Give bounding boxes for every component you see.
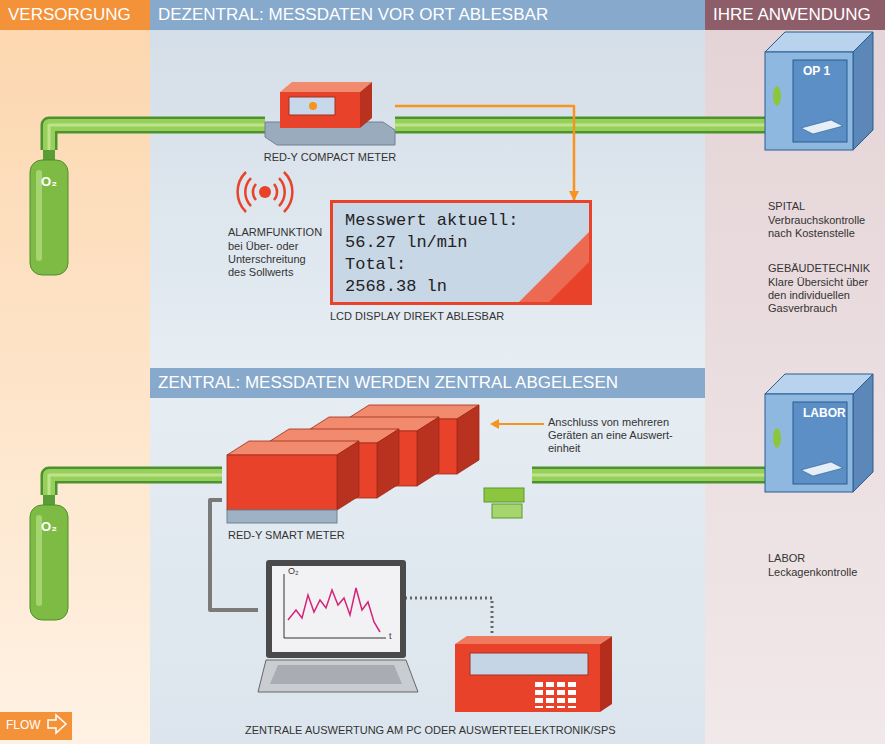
connector-stroke xyxy=(49,125,265,150)
evaluation-unit xyxy=(455,636,612,712)
alarm-symbol xyxy=(238,172,293,212)
connector-stroke xyxy=(532,469,765,481)
gas-pipe xyxy=(49,475,222,495)
compact-meter: RED-Y COMPACT METER xyxy=(265,82,395,145)
data-cable-dotted xyxy=(395,598,492,640)
device-caption: RED-Y COMPACT METER xyxy=(264,151,397,163)
cube-shape xyxy=(765,30,875,152)
smart-meter: RED-Y SMART METER xyxy=(222,400,532,525)
cyl-shape xyxy=(30,150,68,275)
device-caption: RED-Y SMART METER xyxy=(228,529,345,541)
gas-cylinder: O₂ xyxy=(30,495,68,620)
gas-pipe xyxy=(532,475,765,476)
gas-label: O₂ xyxy=(30,519,68,534)
connector-stroke xyxy=(395,117,765,134)
signal-arrow xyxy=(395,106,574,200)
application-heading: GEBÄUDETECHNIK xyxy=(768,262,870,275)
connector-stroke xyxy=(532,467,765,484)
flow-tag xyxy=(0,712,72,740)
compact-shape xyxy=(265,82,395,145)
connector-stroke xyxy=(49,475,222,495)
metering-column xyxy=(150,0,705,744)
axis-label: O₂ xyxy=(288,566,299,576)
application-heading: SPITAL xyxy=(768,200,805,213)
connector-stroke xyxy=(532,474,765,477)
section-band: ZENTRAL: MESSDATEN WERDEN ZENTRAL ABGELE… xyxy=(150,368,705,398)
room-cube: OP 1 xyxy=(765,30,875,152)
leader-arrow xyxy=(490,419,544,429)
smart-shape xyxy=(222,400,532,525)
gas-pipe xyxy=(49,125,265,150)
connector-stroke xyxy=(49,125,265,150)
flow-arrow xyxy=(48,715,66,733)
connector-stroke xyxy=(395,124,765,127)
flow-label: FLOW xyxy=(6,718,41,732)
note-text: bei Über- oder Unterschreitung des Sollw… xyxy=(228,240,320,279)
connector-stroke xyxy=(49,125,265,150)
display-text: Total: xyxy=(345,255,406,275)
callout-note: Anschluss von mehreren Geräten an eine A… xyxy=(548,416,673,455)
figure-caption: ZENTRALE AUSWERTUNG AM PC ODER AUSWERTEE… xyxy=(245,724,616,737)
note-heading: ALARMFUNKTION xyxy=(228,226,322,239)
cube-shape xyxy=(765,372,875,494)
application-column xyxy=(705,0,885,744)
application-text: Leckagenkontrolle xyxy=(768,566,857,579)
gas-cylinder: O₂ xyxy=(30,150,68,275)
display-value: 56.27 ln/min xyxy=(345,233,467,253)
room-label: OP 1 xyxy=(803,64,830,78)
gas-pipe xyxy=(395,125,765,126)
laptop-pc: O₂ t xyxy=(258,560,418,694)
room-label: LABOR xyxy=(803,406,846,420)
lcd-display: Messwert aktuell:56.27 ln/minTotal:2568.… xyxy=(330,200,592,305)
room-cube: LABOR xyxy=(765,372,875,494)
connector-stroke xyxy=(395,119,765,131)
cyl-shape xyxy=(30,495,68,620)
band-text: ZENTRAL: MESSDATEN WERDEN ZENTRAL ABGELE… xyxy=(158,368,618,398)
header-text: DEZENTRAL: MESSDATEN VOR ORT ABLESBAR xyxy=(158,0,548,30)
application-heading: LABOR xyxy=(768,552,805,565)
laptop-shape xyxy=(258,560,418,694)
application-text: Klare Übersicht über den individuellen G… xyxy=(768,276,878,315)
column-header: DEZENTRAL: MESSDATEN VOR ORT ABLESBAR xyxy=(150,0,705,30)
display-text: Messwert aktuell: xyxy=(345,211,518,231)
header-text: IHRE ANWENDUNG xyxy=(713,0,871,30)
column-header: IHRE ANWENDUNG xyxy=(705,0,885,30)
header-text: VERSORGUNG xyxy=(8,0,131,30)
connector-stroke xyxy=(49,475,222,495)
column-header: VERSORGUNG xyxy=(0,0,150,30)
axis-label: t xyxy=(389,631,392,641)
connector-stroke xyxy=(395,106,574,200)
supply-column xyxy=(0,0,150,744)
gas-label: O₂ xyxy=(30,174,68,189)
connector-stroke xyxy=(49,475,222,495)
display-value: 2568.38 ln xyxy=(345,277,447,297)
device-caption: LCD DISPLAY DIREKT ABLESBAR xyxy=(330,310,504,322)
application-text: Verbrauchskontrolle nach Kostenstelle xyxy=(768,214,878,240)
